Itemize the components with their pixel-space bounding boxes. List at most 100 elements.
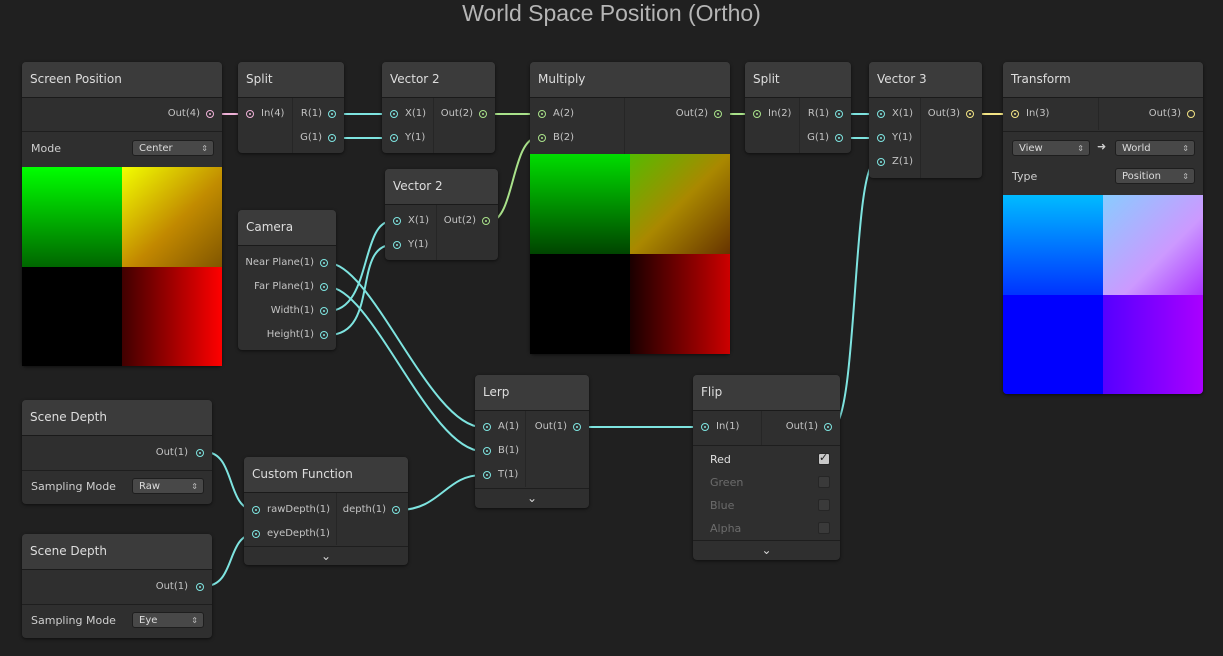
node-title: Camera (238, 210, 336, 246)
node-title: Split (238, 62, 344, 98)
out-port-icon[interactable] (479, 110, 487, 118)
node-scene-depth[interactable]: Scene Depth Out(1) Sampling Mode Raw ⇕ (22, 400, 212, 504)
port-in-label: In(4) (261, 108, 285, 119)
channel-green-checkbox[interactable] (818, 476, 830, 488)
mode-value: Center (139, 143, 173, 154)
node-split[interactable]: Split In(2) R(1) G(1) (745, 62, 851, 153)
width-port-icon[interactable] (320, 307, 328, 315)
port-out-label: Out(2) (440, 108, 473, 119)
port-a-label: A(1) (498, 421, 520, 432)
wire-custom-lerp-t (398, 474, 483, 511)
node-title: Split (745, 62, 851, 98)
node-vector3[interactable]: Vector 3 X(1) Y(1) Z(1) Out(3) (869, 62, 982, 178)
sampling-mode-value: Eye (139, 615, 158, 626)
node-title: Multiply (530, 62, 730, 98)
dropdown-arrow-icon: ⇕ (191, 616, 198, 625)
node-screen-position[interactable]: Screen Position Out(4) Mode Center ⇕ (22, 62, 222, 366)
g-port-icon[interactable] (835, 134, 843, 142)
channel-blue-checkbox[interactable] (818, 499, 830, 511)
t-port-icon[interactable] (483, 471, 491, 479)
expand-chevron-icon[interactable]: ⌄ (693, 540, 840, 561)
preview-image (1003, 195, 1203, 394)
rawdepth-port-icon[interactable] (252, 506, 260, 514)
port-y-label: Y(1) (892, 132, 913, 143)
port-in-label: In(3) (1026, 108, 1050, 119)
sampling-mode-dropdown[interactable]: Raw ⇕ (132, 478, 204, 494)
dropdown-arrow-icon: ⇕ (1182, 144, 1189, 153)
y-port-icon[interactable] (877, 134, 885, 142)
expand-chevron-icon[interactable]: ⌄ (475, 488, 589, 509)
out-port-icon[interactable] (824, 423, 832, 431)
expand-chevron-icon[interactable]: ⌄ (244, 546, 408, 567)
from-space-dropdown[interactable]: View ⇕ (1012, 140, 1090, 156)
eyedepth-port-icon[interactable] (252, 530, 260, 538)
g-port-icon[interactable] (328, 134, 336, 142)
port-eyedepth-label: eyeDepth(1) (267, 528, 330, 539)
node-scene-depth[interactable]: Scene Depth Out(1) Sampling Mode Eye ⇕ (22, 534, 212, 638)
x-port-icon[interactable] (877, 110, 885, 118)
port-r-label: R(1) (300, 108, 322, 119)
r-port-icon[interactable] (835, 110, 843, 118)
z-port-icon[interactable] (877, 158, 885, 166)
b-port-icon[interactable] (538, 134, 546, 142)
x-port-icon[interactable] (390, 110, 398, 118)
port-b-label: B(2) (553, 132, 575, 143)
channel-red-checkbox[interactable] (818, 451, 830, 465)
out-port-icon[interactable] (196, 449, 204, 457)
to-space-dropdown[interactable]: World ⇕ (1115, 140, 1195, 156)
node-flip[interactable]: Flip In(1) Out(1) Red Green Blue Alpha ⌄ (693, 375, 840, 560)
out-port-icon[interactable] (573, 423, 581, 431)
near-port-icon[interactable] (320, 259, 328, 267)
far-port-icon[interactable] (320, 283, 328, 291)
port-y-label: Y(1) (408, 239, 429, 250)
y-port-icon[interactable] (393, 241, 401, 249)
in-port-icon[interactable] (1011, 110, 1019, 118)
node-title: Scene Depth (22, 534, 212, 570)
node-camera[interactable]: Camera Near Plane(1) Far Plane(1) Width(… (238, 210, 336, 350)
node-title: Vector 2 (385, 169, 498, 205)
out-port-icon[interactable] (714, 110, 722, 118)
port-in-label: In(1) (716, 421, 740, 432)
out-port-icon[interactable] (1187, 110, 1195, 118)
sampling-mode-label: Sampling Mode (31, 614, 116, 627)
r-port-icon[interactable] (328, 110, 336, 118)
node-custom-function[interactable]: Custom Function rawDepth(1) eyeDepth(1) … (244, 457, 408, 565)
node-title: Flip (693, 375, 840, 411)
b-port-icon[interactable] (483, 447, 491, 455)
port-height-label: Height(1) (266, 329, 314, 340)
node-transform[interactable]: Transform In(3) Out(3) View ⇕ ➜ World ⇕ … (1003, 62, 1203, 394)
out-port-icon[interactable] (482, 217, 490, 225)
port-b-label: B(1) (498, 445, 520, 456)
out-port-icon[interactable] (966, 110, 974, 118)
node-split[interactable]: Split In(4) R(1) G(1) (238, 62, 344, 153)
port-a-label: A(2) (553, 108, 575, 119)
sampling-mode-dropdown[interactable]: Eye ⇕ (132, 612, 204, 628)
type-dropdown[interactable]: Position ⇕ (1115, 168, 1195, 184)
out-port-icon[interactable] (206, 110, 214, 118)
x-port-icon[interactable] (393, 217, 401, 225)
height-port-icon[interactable] (320, 331, 328, 339)
node-title: Lerp (475, 375, 589, 411)
node-vector2[interactable]: Vector 2 X(1) Y(1) Out(2) (382, 62, 495, 153)
node-title: Vector 3 (869, 62, 982, 98)
sampling-mode-label: Sampling Mode (31, 480, 116, 493)
depth-port-icon[interactable] (392, 506, 400, 514)
node-lerp[interactable]: Lerp A(1) B(1) T(1) Out(1) ⌄ (475, 375, 589, 508)
node-vector2[interactable]: Vector 2 X(1) Y(1) Out(2) (385, 169, 498, 260)
node-multiply[interactable]: Multiply A(2) B(2) Out(2) (530, 62, 730, 354)
preview-image (22, 167, 222, 366)
in-port-icon[interactable] (701, 423, 709, 431)
a-port-icon[interactable] (483, 423, 491, 431)
in-port-icon[interactable] (246, 110, 254, 118)
graph-title: World Space Position (Ortho) (462, 0, 761, 26)
out-port-icon[interactable] (196, 583, 204, 591)
channel-alpha-checkbox[interactable] (818, 522, 830, 534)
in-port-icon[interactable] (753, 110, 761, 118)
port-depth-label: depth(1) (342, 504, 386, 515)
mode-dropdown[interactable]: Center ⇕ (132, 140, 214, 156)
sampling-mode-value: Raw (139, 481, 161, 492)
dropdown-arrow-icon: ⇕ (191, 482, 198, 491)
y-port-icon[interactable] (390, 134, 398, 142)
a-port-icon[interactable] (538, 110, 546, 118)
type-value: Position (1122, 171, 1161, 182)
